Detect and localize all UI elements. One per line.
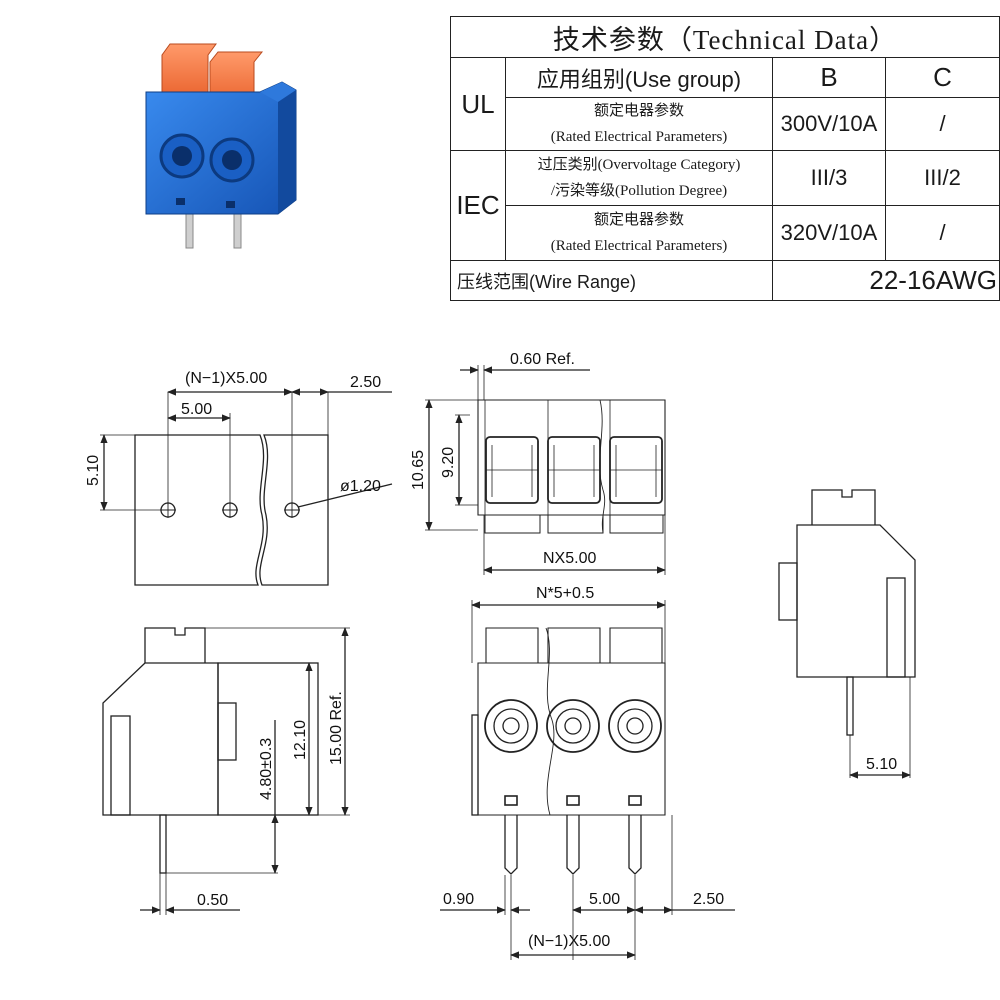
dim-15: 15.00 Ref.: [328, 691, 345, 765]
dim-total-width: N*5+0.5: [536, 585, 594, 602]
dim-050: 0.50: [197, 892, 228, 909]
front-hole-3-mid: [617, 708, 653, 744]
lever-window-splits: [486, 445, 662, 497]
overvoltage-text: 过压类别(Overvoltage Category): [537, 157, 741, 173]
side-left-ext: [159, 627, 350, 915]
photo-hole-left-inner: [172, 146, 192, 166]
dim-1065: 10.65: [410, 450, 427, 490]
iec-rated-label-en: (Rated Electrical Parameters): [550, 238, 728, 254]
side-right-ext: [849, 677, 911, 778]
photo-hole-right-inner: [222, 150, 242, 170]
dim-bot-pitch-n: (N−1)X5.00: [528, 933, 610, 950]
front-slot-1: [504, 795, 518, 806]
front-ext: [471, 600, 673, 960]
side-left-lever: [144, 627, 206, 663]
col-c-header: C: [884, 57, 1000, 98]
dim-nx5: NX5.00: [543, 550, 596, 567]
dim-top-height: 5.10: [85, 455, 102, 486]
front-holes: [484, 699, 662, 753]
front-hole-1-mid: [493, 708, 529, 744]
front-hole-1-outer: [484, 699, 538, 753]
photo-housing-face: [278, 90, 296, 214]
side-left-body: [102, 662, 219, 816]
front-hole-3-outer: [608, 699, 662, 753]
front-slot-2: [566, 795, 580, 806]
dim-bot-pitch: 5.00: [589, 891, 620, 908]
ul-rated-b: 300V/10A: [772, 97, 886, 151]
iec-rated-c: /: [884, 205, 1000, 261]
rated-label-cn: 额定电器参数: [593, 103, 684, 119]
dim-hole-leader: [297, 483, 393, 508]
side-right-slot: [886, 577, 906, 678]
front-hole-3-inner: [626, 717, 644, 735]
footprint-crosshair: [160, 502, 300, 518]
front-hole-2-outer: [546, 699, 600, 753]
dim-top-end: 2.50: [350, 374, 381, 391]
front-pin-1: [504, 815, 518, 875]
front-slot-3: [628, 795, 642, 806]
dim-bot-end: 2.50: [693, 891, 724, 908]
technical-data-table: 技术参数（Technical Data） UL 应用组别(Use group) …: [449, 16, 1000, 301]
dim-top-pitch: 5.00: [181, 401, 212, 418]
front-hole-2-mid: [555, 708, 591, 744]
front-left-edge: [471, 714, 479, 816]
photo-housing-side: [260, 82, 296, 102]
col-b-header: B: [772, 57, 886, 98]
side-left-pin: [159, 814, 167, 874]
photo-slot-left: [176, 198, 185, 205]
dim-090: 0.90: [443, 891, 474, 908]
dimension-drawing: (N−1)X5.00 2.50 5.00 5.10 ø1.20 0.60 Ref…: [85, 351, 916, 960]
front-hole-1-inner: [502, 717, 520, 735]
iec-rated-label-cn: 额定电器参数: [593, 212, 684, 228]
footprint-ext-lines: [100, 392, 329, 511]
lever-top-break: [599, 399, 606, 534]
iec-rated-label: 额定电器参数 (Rated Electrical Parameters): [505, 205, 773, 261]
rated-label-en: (Rated Electrical Parameters): [550, 129, 728, 145]
footprint-view: (N−1)X5.00 2.50 5.00 5.10 ø1.20: [85, 370, 393, 586]
dim-right-510: 5.10: [866, 756, 897, 773]
lever-top-feet: [484, 515, 664, 534]
front-pin-3: [628, 815, 642, 875]
footprint-body: [134, 434, 265, 586]
front-view: N*5+0.5 0.90 5.00 2.50 (N−1)X5.00: [440, 585, 735, 960]
use-group-label: 应用组别(Use group): [505, 57, 773, 98]
side-view-right: 5.10: [778, 489, 916, 779]
product-photo: [145, 43, 297, 249]
side-right-tab: [778, 562, 798, 621]
ul-rated-c: /: [884, 97, 1000, 151]
dim-1210: 12.10: [292, 720, 309, 760]
ul-label: UL: [450, 57, 506, 151]
side-right-body: [796, 524, 916, 678]
wire-range-label: 压线范围(Wire Range): [450, 260, 773, 301]
wire-range-value: 22-16AWG: [771, 260, 1000, 301]
overvoltage-label: 过压类别(Overvoltage Category) /污染等级(Polluti…: [505, 150, 773, 206]
dim-top-pitch-n: (N−1)X5.00: [185, 370, 267, 387]
side-left-slot: [110, 715, 131, 816]
footprint-body-right: [259, 434, 329, 586]
photo-slot-right: [226, 201, 235, 208]
iec-rated-b: 320V/10A: [772, 205, 886, 261]
front-pin-2: [566, 815, 580, 875]
dim-hole-dia: ø1.20: [340, 478, 381, 495]
lever-top-view: 0.60 Ref. 10.65 9.20 NX5.00: [410, 351, 666, 575]
side-right-pin: [846, 676, 854, 736]
side-view-left: 15.00 Ref. 12.10 4.80±0.3 0.50: [102, 627, 350, 915]
side-right-lever: [811, 489, 876, 525]
front-levers: [485, 627, 663, 663]
front-hole-2-inner: [564, 717, 582, 735]
dim-ref060: 0.60 Ref.: [510, 351, 575, 368]
iec-label: IEC: [450, 150, 506, 261]
lever-top-outline: [477, 399, 666, 516]
side-left-tab: [217, 702, 237, 761]
iec-cat-c: III/2: [884, 150, 1000, 206]
front-break: [545, 627, 555, 816]
front-body: [477, 662, 666, 816]
pollution-text: /污染等级(Pollution Degree): [550, 183, 728, 199]
iec-cat-b: III/3: [772, 150, 886, 206]
table-title: 技术参数（Technical Data）: [449, 16, 1000, 58]
dim-920: 9.20: [440, 447, 457, 478]
ul-rated-label: 额定电器参数 (Rated Electrical Parameters): [505, 97, 773, 151]
dim-480: 4.80±0.3: [258, 738, 275, 800]
